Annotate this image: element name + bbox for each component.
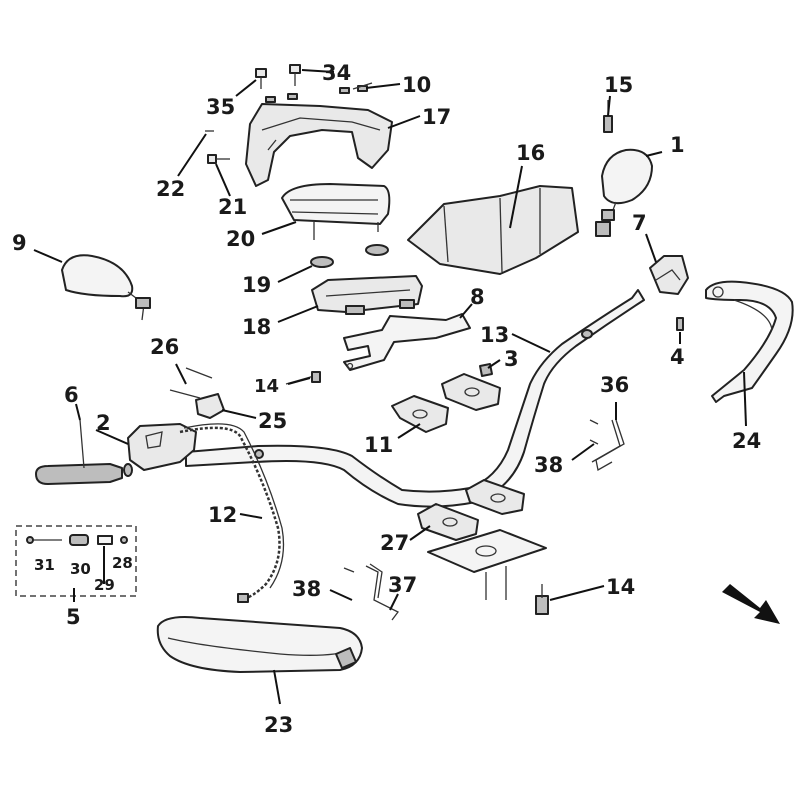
- mounting-bracket: [343, 313, 471, 371]
- rubber-grommets: [310, 244, 389, 268]
- callout-21: 21: [218, 195, 247, 219]
- callout-10: 10: [402, 73, 431, 97]
- callout-5: 5: [66, 605, 81, 629]
- callout-29: 29: [94, 576, 115, 594]
- callout-1: 1: [670, 133, 685, 157]
- left-switch-housing: [127, 423, 197, 471]
- seat: [156, 616, 363, 673]
- lower-holders: [417, 479, 547, 600]
- callout-38-right: 38: [534, 453, 563, 477]
- callout-8: 8: [470, 285, 485, 309]
- upper-holders: [391, 373, 501, 433]
- callout-24: 24: [732, 429, 761, 453]
- handlebar: [185, 289, 645, 508]
- callout-18: 18: [242, 315, 271, 339]
- left-grip: [35, 419, 133, 485]
- left-mirror: [61, 254, 151, 321]
- callout-26: 26: [150, 335, 179, 359]
- callout-38-left: 38: [292, 577, 321, 601]
- callout-20: 20: [226, 227, 255, 251]
- callout-2: 2: [96, 411, 111, 435]
- instrument-panel: [281, 183, 391, 240]
- callout-numbers: 1 2 3 4 5 6 7 8 9 10 11 12 13 14 14 15 1…: [12, 61, 761, 737]
- right-hand-guard: [705, 280, 794, 403]
- callout-25: 25: [258, 409, 287, 433]
- throttle-cable: [179, 423, 285, 603]
- callout-6: 6: [64, 383, 79, 407]
- callout-31: 31: [34, 556, 55, 574]
- callout-13: 13: [480, 323, 509, 347]
- callout-14-upper: 14: [254, 376, 279, 397]
- meter-housing: [311, 275, 423, 315]
- callout-36: 36: [600, 373, 629, 397]
- lever-clamp: [169, 367, 225, 419]
- upper-handlebar-cover: [245, 103, 393, 187]
- callout-19: 19: [242, 273, 271, 297]
- arrow-down-right-icon: [722, 584, 780, 624]
- callout-30: 30: [70, 560, 91, 578]
- callout-14-lower: 14: [606, 575, 635, 599]
- callout-7: 7: [632, 211, 647, 235]
- right-mirror: [595, 148, 653, 237]
- small-parts-kit: [15, 525, 137, 597]
- callout-22: 22: [156, 177, 185, 201]
- callout-28: 28: [112, 554, 133, 572]
- right-switch-housing: [649, 255, 689, 331]
- callout-35: 35: [206, 95, 235, 119]
- callout-3: 3: [504, 347, 519, 371]
- callout-12: 12: [208, 503, 237, 527]
- callout-34: 34: [322, 61, 351, 85]
- callout-15: 15: [604, 73, 633, 97]
- callout-9: 9: [12, 231, 27, 255]
- callout-11: 11: [364, 433, 393, 457]
- callout-4: 4: [670, 345, 685, 369]
- leader-lines: [33, 69, 747, 705]
- callout-16: 16: [516, 141, 545, 165]
- cable-clips: [343, 419, 625, 621]
- callout-23: 23: [264, 713, 293, 737]
- callout-17: 17: [422, 105, 451, 129]
- callout-37: 37: [388, 573, 417, 597]
- front-top-cover: [407, 185, 579, 275]
- callout-27: 27: [380, 531, 409, 555]
